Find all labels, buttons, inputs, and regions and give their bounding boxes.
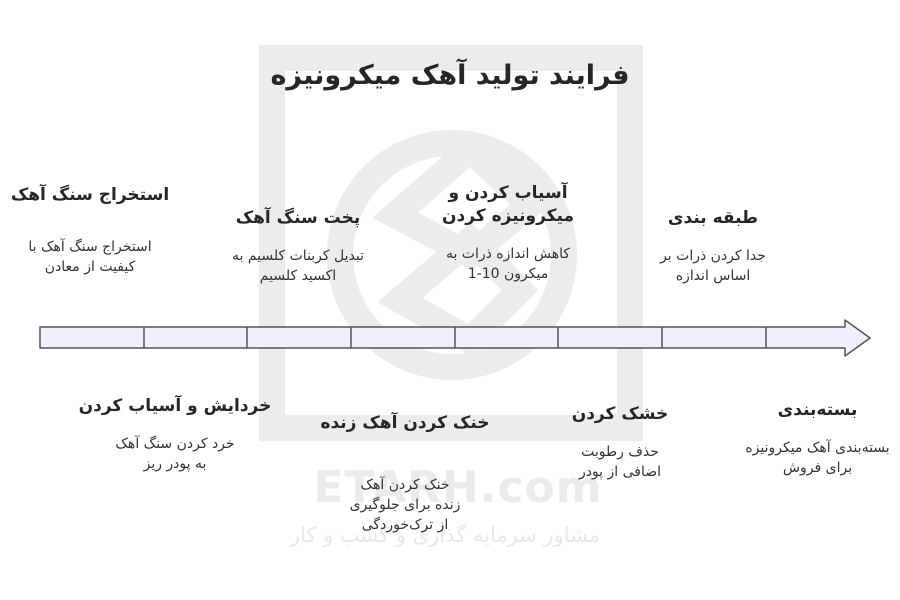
step-title: بسته‌بندی xyxy=(777,400,858,420)
step-description: استخراج سنگ آهک با کیفیت از معادن xyxy=(28,239,152,275)
step-drying: خشک کردن حذف رطوبت اضافی از پودر xyxy=(530,403,710,482)
step-title: آسیاب کردن و میکرونیزه کردن xyxy=(441,183,575,226)
step-title: طبقه بندی xyxy=(667,208,759,228)
step-title: استخراج سنگ آهک xyxy=(10,185,170,205)
step-description: تبدیل کربنات کلسیم به اکسید کلسیم xyxy=(231,248,364,284)
step-title: پخت سنگ آهک xyxy=(235,208,361,228)
step-description: خنک کردن آهک زنده برای جلوگیری از ترک‌خو… xyxy=(349,477,461,533)
step-crushing-grinding: خردایش و آسیاب کردن خرد کردن سنگ آهک به … xyxy=(70,395,280,474)
step-title: خشک کردن xyxy=(571,404,669,424)
step-description: خرد کردن سنگ آهک به پودر ریز xyxy=(115,436,235,472)
step-description: کاهش اندازه ذرات به میکرون 10-1 xyxy=(445,246,571,282)
step-classification: طبقه بندی جدا کردن ذرات بر اساس اندازه xyxy=(628,207,798,286)
diagram-title: فرایند تولید آهک میکرونیزه xyxy=(270,60,630,91)
step-title: خنک کردن آهک زنده xyxy=(320,413,490,433)
step-title: خردایش و آسیاب کردن xyxy=(78,396,272,416)
step-calcination: پخت سنگ آهک تبدیل کربنات کلسیم به اکسید … xyxy=(208,207,388,286)
step-packaging: بسته‌بندی بسته‌بندی آهک میکرونیزه برای ف… xyxy=(735,399,900,478)
step-description: حذف رطوبت اضافی از پودر xyxy=(578,444,662,480)
step-milling-micronizing: آسیاب کردن و میکرونیزه کردن کاهش اندازه … xyxy=(418,182,598,284)
step-description: جدا کردن ذرات بر اساس اندازه xyxy=(660,248,766,284)
step-description: بسته‌بندی آهک میکرونیزه برای فروش xyxy=(745,440,890,476)
step-quicklime-cooling: خنک کردن آهک زنده خنک کردن آهک زنده برای… xyxy=(305,412,505,535)
step-extraction: استخراج سنگ آهک استخراج سنگ آهک با کیفیت… xyxy=(0,184,180,277)
